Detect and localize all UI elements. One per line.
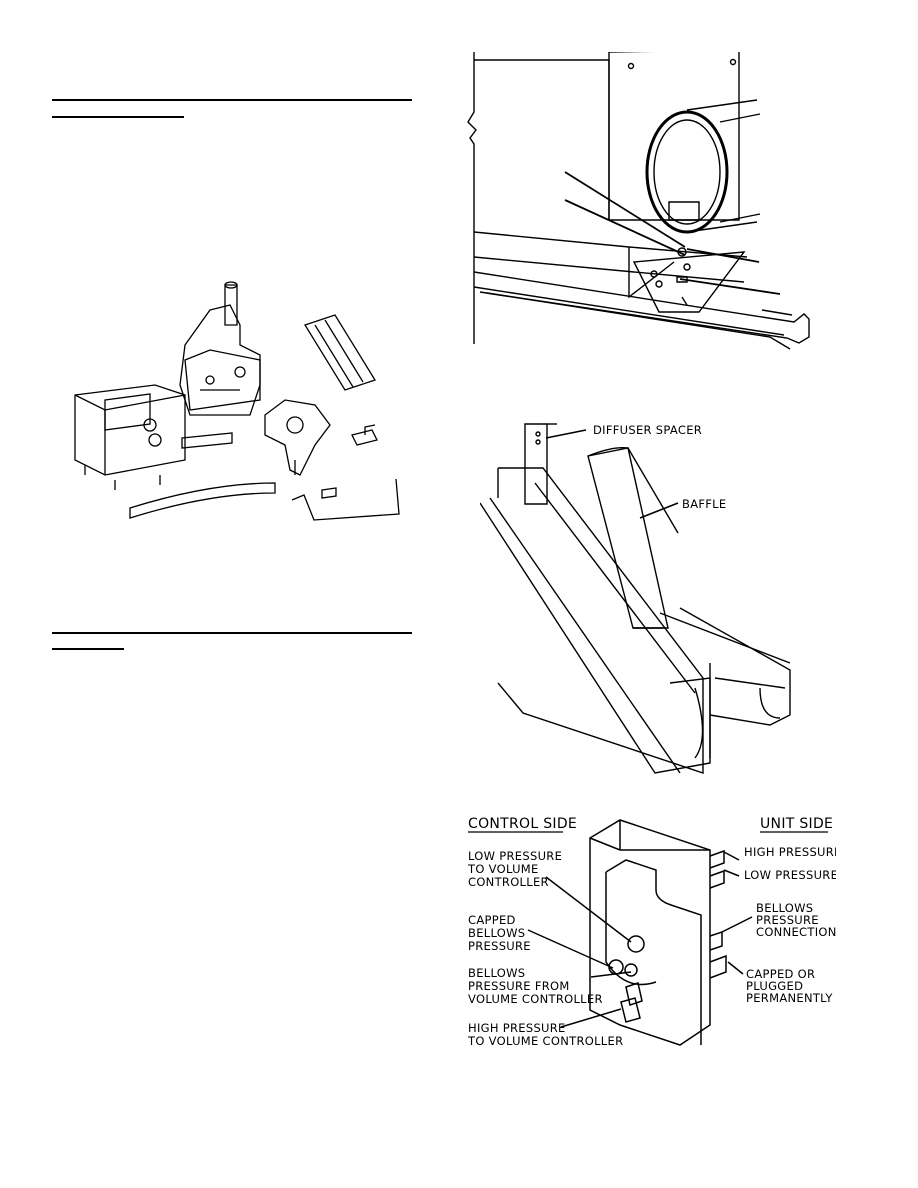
section-rule-mid <box>52 632 412 634</box>
callout-capped-bellows-pressure: CAPPED BELLOWS PRESSURE <box>468 913 531 953</box>
baffle-illustration: DIFFUSER SPACER BAFFLE <box>480 423 820 778</box>
callout-bellows-pressure-connection: BELLOWS PRESSURE CONNECTION <box>756 901 836 939</box>
diffuser-spacer-label: DIFFUSER SPACER <box>593 423 702 437</box>
callout-high-pressure: HIGH PRESSURE <box>744 845 836 859</box>
callout-low-pressure: LOW PRESSURE <box>744 868 836 882</box>
diffuser-unit-illustration <box>462 52 822 362</box>
pressure-block-illustration: CONTROL SIDE UNIT SIDE LOW PRESSURE <box>467 816 836 1048</box>
callout-low-pressure-to-controller: LOW PRESSURE TO VOLUME CONTROLLER <box>467 849 566 889</box>
control-kit-parts-illustration <box>60 280 400 540</box>
callout-bellows-pressure-from-controller: BELLOWS PRESSURE FROM VOLUME CONTROLLER <box>468 966 603 1006</box>
section-rule-mid-short <box>52 648 124 650</box>
section-rule-top-short <box>52 116 184 118</box>
callout-high-pressure-to-controller: HIGH PRESSURE TO VOLUME CONTROLLER <box>467 1021 623 1048</box>
baffle-label: BAFFLE <box>682 497 726 511</box>
control-side-heading: CONTROL SIDE <box>468 816 577 832</box>
unit-side-heading: UNIT SIDE <box>760 816 833 832</box>
callout-capped-or-plugged: CAPPED OR PLUGGED PERMANENTLY <box>746 967 833 1005</box>
section-rule-top <box>52 99 412 101</box>
